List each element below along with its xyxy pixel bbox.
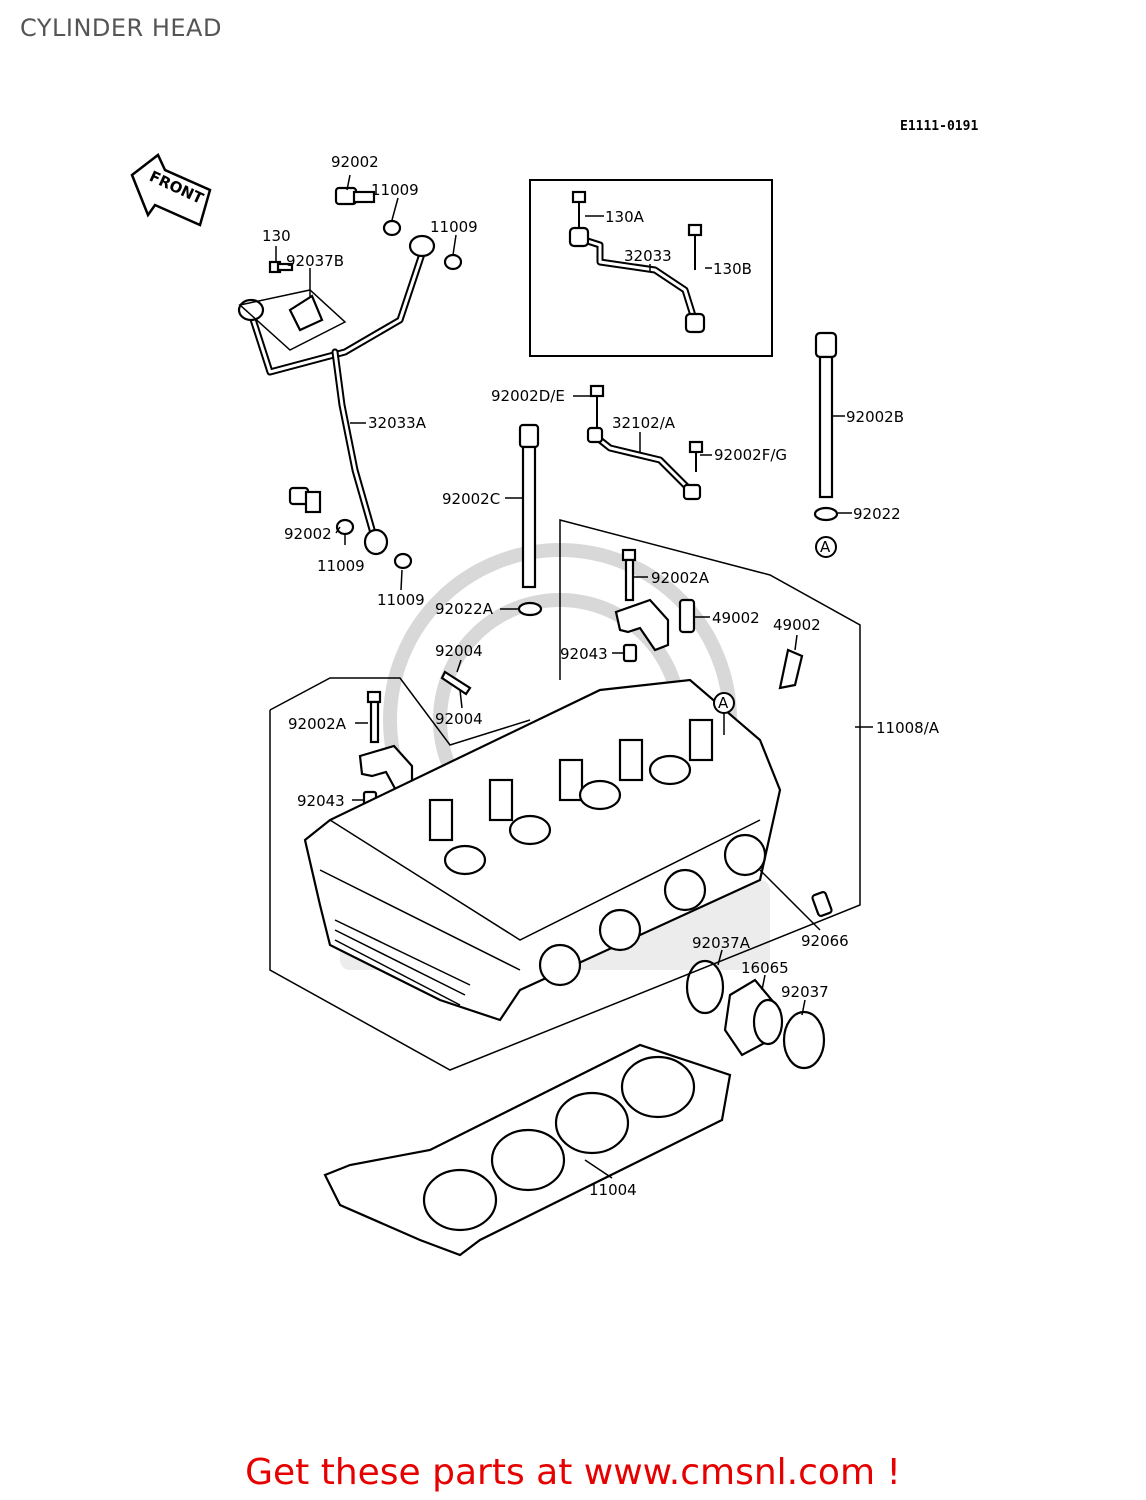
cylinder-head-11008: [303, 678, 782, 1022]
inset-box: [529, 179, 773, 357]
leader-lines: [275, 174, 873, 1179]
callout-92043-right: 92043: [560, 645, 608, 663]
bolt-130: [268, 260, 294, 274]
callout-92002A-left: 92002A: [288, 715, 347, 733]
callout-11009-c: 11009: [317, 557, 365, 575]
callout-92002C: 92002C: [442, 490, 500, 508]
assembly-outline: [269, 519, 861, 1071]
bolt-92002-mid: [288, 486, 322, 514]
dowel-92043-right: [622, 643, 638, 663]
head-gasket-11004: [323, 1043, 732, 1257]
callout-92002-top: 92002: [331, 153, 379, 171]
callout-32033A: 32033A: [368, 414, 427, 432]
washer-11009-b: [443, 253, 463, 271]
stud-bolt-92002B: [814, 331, 838, 499]
washer-11009-d: [393, 552, 413, 570]
svg-text:A: A: [820, 538, 831, 556]
bolt-92002A-left: [366, 690, 382, 744]
callout-92022A: 92022A: [435, 600, 494, 618]
oil-pipe-32102: [586, 384, 704, 501]
callout-92002B: 92002B: [846, 408, 904, 426]
footer-promo-link[interactable]: Get these parts at www.cmsnl.com !: [245, 1452, 901, 1493]
callout-32033: 32033: [624, 247, 672, 265]
callout-49002-b: 49002: [773, 616, 821, 634]
callout-11008A: 11008/A: [876, 719, 940, 737]
washer-92022A: [517, 601, 543, 617]
bolt-92002A-right: [621, 548, 637, 602]
front-arrow-icon: FRONT: [130, 153, 212, 227]
sensor-49002-a: [678, 598, 696, 634]
clamp-92037: [782, 1010, 826, 1070]
bolt-92002-top: [334, 186, 376, 206]
callout-92004-a: 92004: [435, 642, 483, 660]
callout-92002A-right: 92002A: [651, 569, 710, 587]
callout-92004-b: 92004: [435, 710, 483, 728]
callout-92002FG: 92002F/G: [714, 446, 787, 464]
callout-92066: 92066: [801, 932, 849, 950]
callout-49002-a: 49002: [712, 609, 760, 627]
washer-11009-a: [382, 219, 402, 237]
callout-92002-mid: 92002: [284, 525, 332, 543]
callout-92002DE: 92002D/E: [491, 387, 565, 405]
callout-32102A: 32102/A: [612, 414, 676, 432]
assembly-outline-top: [269, 677, 531, 746]
stud-bolt-92002C: [518, 423, 540, 589]
callout-130: 130: [262, 227, 291, 245]
callout-11004: 11004: [589, 1181, 637, 1199]
callout-92037: 92037: [781, 983, 829, 1001]
callout-92037B: 92037B: [286, 252, 344, 270]
holder-16065: [723, 978, 784, 1057]
callout-16065: 16065: [741, 959, 789, 977]
callout-11009-d: 11009: [377, 591, 425, 609]
diagram-code: E1111-0191: [900, 119, 979, 134]
ref-marker-a-head: A: [713, 692, 735, 735]
exploded-parts-diagram: FRONT: [130, 153, 940, 1257]
callout-11009-a: 11009: [371, 181, 419, 199]
callout-92037A: 92037A: [692, 934, 751, 952]
washer-11009-c: [335, 518, 355, 536]
plug-92066: [811, 891, 833, 917]
callout-92043-left: 92043: [297, 792, 345, 810]
clamp-92037A: [685, 959, 725, 1015]
callout-11009-b: 11009: [430, 218, 478, 236]
pin-92004: [440, 670, 472, 696]
svg-text:A: A: [718, 694, 729, 712]
ref-marker-a-right: A: [815, 536, 837, 558]
callout-130A: 130A: [605, 208, 645, 226]
oil-pipe-32033A: [237, 234, 436, 556]
washer-92022: [813, 506, 839, 522]
sensor-49002-b: [778, 648, 804, 690]
callout-92022: 92022: [853, 505, 901, 523]
page-title: CYLINDER HEAD: [20, 14, 222, 42]
cam-cap-right: [614, 598, 670, 652]
callout-130B: 130B: [713, 260, 752, 278]
oil-pipe-32033: [568, 190, 706, 334]
